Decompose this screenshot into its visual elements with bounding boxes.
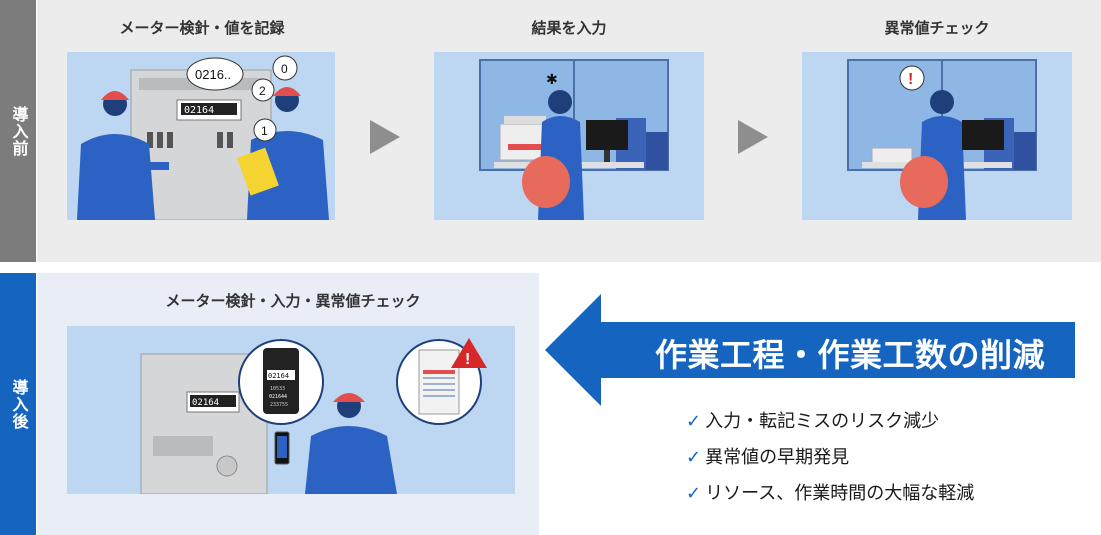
bubble-text-1: 0216..: [195, 67, 231, 82]
phone-readout-main: 02164: [268, 372, 289, 380]
check-icon: ✓: [686, 411, 701, 431]
bubble-text-4: 1: [261, 124, 268, 138]
svg-text:!: !: [908, 71, 913, 88]
phone-readout-sub2: 021644: [269, 394, 287, 400]
bubble-text-2: 0: [281, 62, 288, 76]
after-panel: メーター検針・入力・異常値チェック 02164 02164 10533 0216…: [37, 273, 539, 535]
check-icon: ✓: [686, 483, 701, 503]
bubble-text-3: 2: [259, 84, 266, 98]
phone-readout-sub1: 10533: [270, 386, 285, 392]
phone-readout-sub3: 233755: [270, 402, 288, 408]
before-meter-readout: 02164: [184, 105, 214, 116]
step-title-input: 結果を入力: [434, 17, 704, 38]
after-side-label: 導入後: [0, 273, 36, 535]
anomaly-check-illustration: !: [802, 52, 1072, 220]
meter-reading-illustration: 02164 0216.. 0 2 1: [67, 52, 335, 220]
svg-text:!: !: [465, 351, 470, 368]
check-icon: ✓: [686, 447, 701, 467]
before-panel: メーター検針・値を記録 結果を入力 異常値チェック 02164: [37, 0, 1101, 262]
benefit-item-2: ✓異常値の早期発見: [686, 443, 849, 469]
svg-text:✱: ✱: [546, 71, 558, 87]
step-title-check: 異常値チェック: [802, 17, 1072, 38]
after-meter-readout: 02164: [192, 398, 219, 408]
step-arrow-2: [738, 120, 768, 154]
step-title-record: メーター検針・値を記録: [67, 17, 337, 38]
smartphone-reading-illustration: 02164 02164 10533 021644 233755 !: [67, 326, 515, 494]
step-arrow-1: [370, 120, 400, 154]
banner-text: 作業工程・作業工数の削減: [630, 330, 1070, 376]
before-side-label: 導入前: [0, 0, 36, 262]
benefit-item-1: ✓入力・転記ミスのリスク減少: [686, 407, 939, 433]
data-entry-illustration: ✱: [434, 52, 704, 220]
after-step-title: メーター検針・入力・異常値チェック: [67, 290, 519, 311]
benefit-item-3: ✓リソース、作業時間の大幅な軽減: [686, 479, 974, 505]
